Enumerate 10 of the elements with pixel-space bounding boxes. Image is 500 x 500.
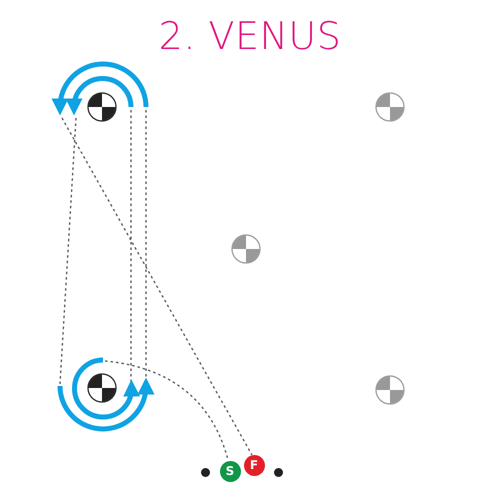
pylon-marker (87, 92, 117, 122)
pylon-marker (375, 92, 405, 122)
pylon-marker (87, 373, 117, 403)
start-finish-badge: S (220, 460, 240, 482)
gate-dot (274, 468, 282, 476)
title: 2. VENUS (158, 14, 342, 58)
pylon-marker (231, 234, 261, 264)
pylon-marker (375, 375, 405, 405)
start-finish-badge: F (244, 454, 264, 476)
gate-dot (200, 468, 210, 476)
